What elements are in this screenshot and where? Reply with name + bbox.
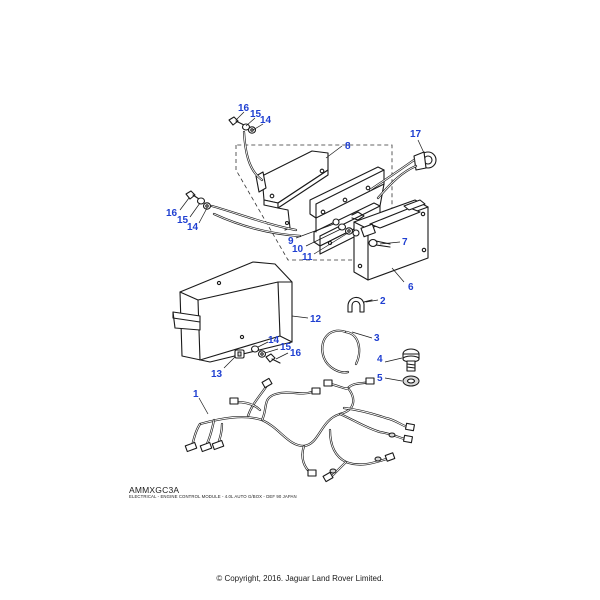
callout-16: 16: [238, 103, 250, 114]
callout-16: 16: [166, 208, 178, 219]
callout-10: 10: [292, 244, 304, 255]
callout-1: 1: [193, 389, 199, 400]
callout-labels: 16 15 14 17 8 16 15 14 7 9 10 11 6 2 12 …: [166, 103, 422, 400]
upper-bracket: [255, 150, 329, 231]
callout-11: 11: [302, 252, 313, 263]
copyright-notice: © Copyright, 2016. Jaguar Land Rover Lim…: [216, 574, 384, 583]
callout-6: 6: [408, 282, 414, 293]
fasteners-9-10-11: [332, 211, 365, 237]
callout-15: 15: [250, 109, 262, 120]
mounting-rails: [309, 166, 385, 255]
callout-5: 5: [377, 373, 383, 384]
connector-17: [368, 151, 437, 200]
callout-13: 13: [211, 369, 223, 380]
callout-2: 2: [380, 296, 386, 307]
strap-3: [321, 329, 361, 374]
washer-5: [402, 375, 420, 387]
callout-9: 9: [288, 236, 294, 247]
callout-7: 7: [402, 237, 408, 248]
ecm-module: [353, 199, 429, 281]
callout-8: 8: [345, 141, 351, 152]
wiring-harness: [184, 377, 416, 483]
leader-lines: [179, 111, 425, 415]
callout-14: 14: [187, 222, 199, 233]
lower-bolt-set: [250, 345, 281, 364]
diagram-code: AMMXGC3A: [129, 485, 180, 495]
callout-3: 3: [374, 333, 380, 344]
callout-14: 14: [260, 115, 272, 126]
diagram-subtitle: ELECTRICAL - ENGINE CONTROL MODULE - 4.0…: [129, 494, 297, 499]
callout-4: 4: [377, 354, 383, 365]
module-cover: [172, 261, 293, 363]
callout-15: 15: [280, 342, 292, 353]
left-bolt-set: [185, 190, 302, 238]
screw-4: [402, 348, 420, 372]
callout-15: 15: [177, 215, 189, 226]
upper-bolt-set: [228, 116, 264, 182]
callout-17: 17: [410, 129, 422, 140]
callout-14: 14: [268, 335, 280, 346]
callout-12: 12: [310, 314, 322, 325]
clamp-2: [347, 296, 373, 313]
callout-16: 16: [290, 348, 302, 359]
clip-13: [234, 349, 245, 359]
